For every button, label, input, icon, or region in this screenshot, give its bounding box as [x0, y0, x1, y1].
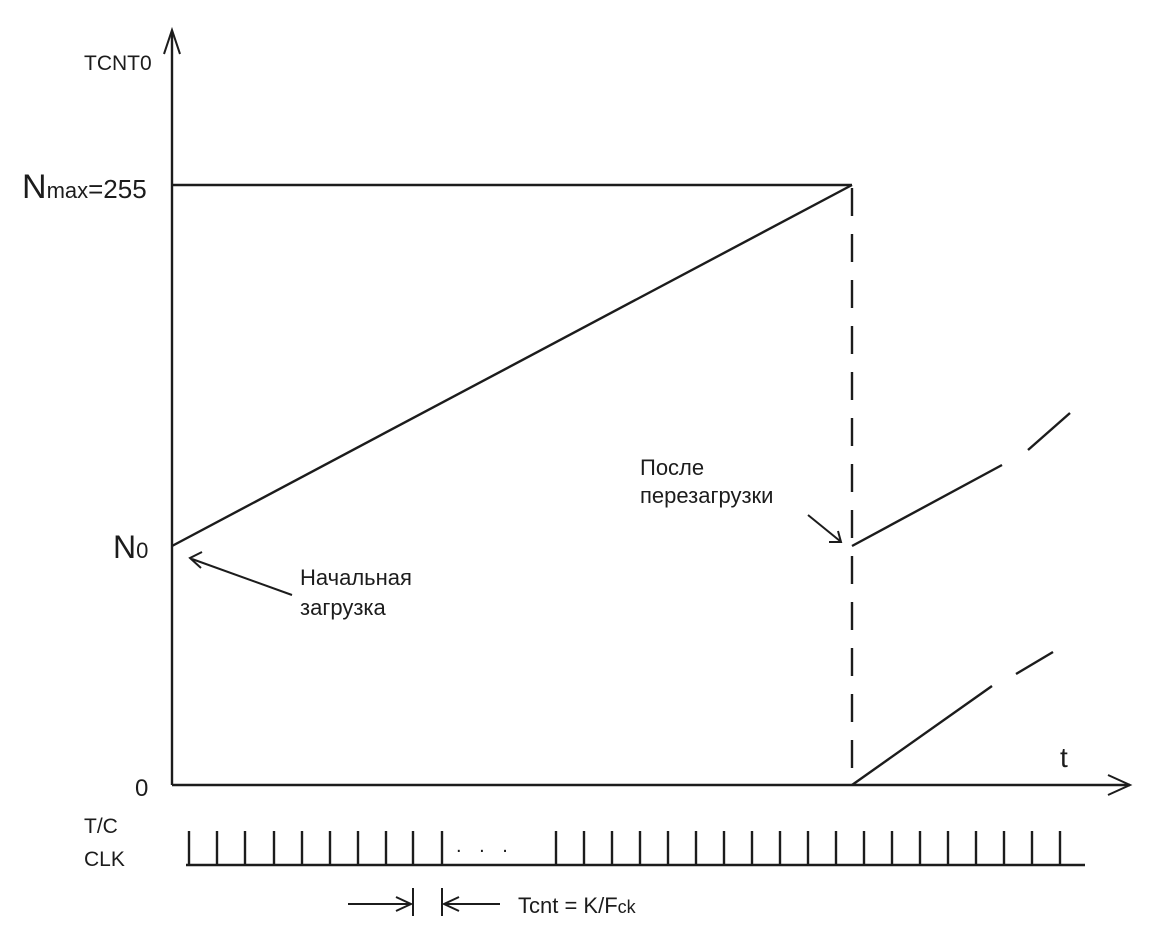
after-reload-line1: После [640, 455, 704, 480]
nmax-sub: max [47, 178, 89, 203]
after-reload-line2: перезагрузки [640, 483, 773, 508]
period-left-arrowhead [395, 896, 414, 912]
y-axis [163, 26, 181, 785]
initial-load-line2: загрузка [300, 595, 387, 620]
period-formula: Tcnt = K/Fck [518, 893, 637, 918]
after-reload-annotation: После перезагрузки [640, 455, 843, 543]
y-axis-label: TCNT0 [84, 52, 152, 75]
zero-label: 0 [135, 775, 148, 802]
period-right-arrowhead [441, 896, 460, 912]
nmax-main: N [22, 168, 47, 206]
period-formula-sub: ck [618, 897, 637, 917]
x-axis-label: t [1060, 742, 1068, 773]
initial-load-annotation: Начальная загрузка [188, 551, 412, 620]
n0-main: N [113, 529, 136, 565]
period-indicator: Tcnt = K/Fck [348, 888, 637, 918]
n0-sub: 0 [136, 538, 148, 563]
nmax-label: Nmax=255 [22, 168, 147, 206]
initial-load-arrowhead [188, 551, 203, 569]
x-axis [172, 774, 1133, 796]
clock-label-clk: CLK [84, 848, 125, 871]
clock-label-tc: T/C [84, 815, 118, 838]
reload-ramp [851, 412, 1071, 548]
initial-load-arrow [191, 558, 293, 596]
count-ramp [171, 183, 853, 548]
clock-ticks [187, 831, 1062, 865]
initial-load-line1: Начальная [300, 565, 412, 590]
clock-ellipsis: . . . [456, 835, 514, 857]
after-reload-arrow [807, 514, 841, 542]
nmax-value: =255 [88, 174, 147, 204]
period-formula-main: Tcnt = K/F [518, 893, 618, 918]
x-axis-arrowhead [1107, 774, 1133, 796]
y-axis-arrowhead [163, 26, 181, 55]
after-reload-arrowhead [829, 530, 843, 543]
n0-label: N0 [113, 529, 148, 565]
zero-ramp [851, 650, 1054, 786]
